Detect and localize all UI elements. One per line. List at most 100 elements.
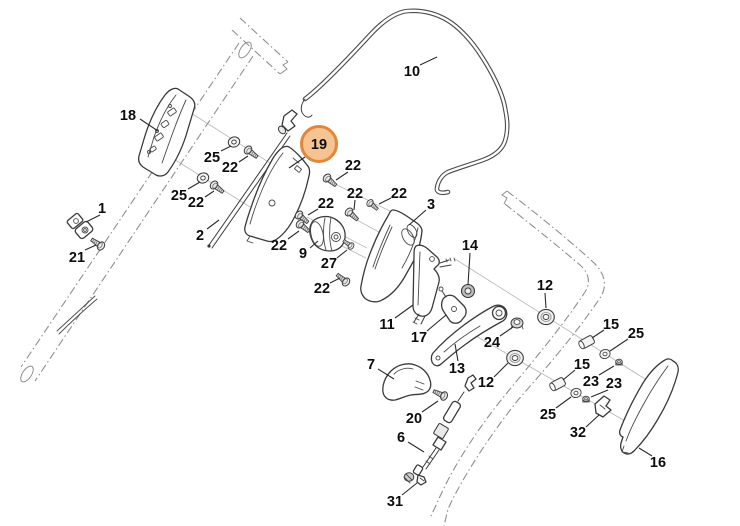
callout-label-15[interactable]: 15 [574,357,590,373]
leader-line-17 [426,314,447,332]
callout-label-15[interactable]: 15 [603,317,619,333]
leader-line-23 [598,365,615,376]
part-11-bracket[interactable] [412,244,456,325]
callout-label-13[interactable]: 13 [449,361,465,377]
callout-label-16[interactable]: 16 [650,455,666,471]
leader-line-24 [499,326,514,337]
leader-line-25 [187,181,201,190]
callout-label-22[interactable]: 22 [347,186,363,202]
callout-label-25[interactable]: 25 [540,407,556,423]
part-24-nut[interactable] [510,317,524,330]
leader-line-22 [307,208,319,216]
part-7-grip[interactable] [382,363,432,401]
callout-label-24[interactable]: 24 [484,335,500,351]
callout-label-20[interactable]: 20 [406,411,422,427]
leader-line-23 [590,389,609,398]
leader-line-25 [609,338,629,352]
leader-line-22 [287,230,300,240]
part-14-grommet[interactable] [460,283,476,299]
highlight-badge-19[interactable] [300,125,338,163]
callout-label-18[interactable]: 18 [120,108,136,124]
callout-label-3[interactable]: 3 [427,197,435,213]
part-6-adjuster[interactable] [412,374,477,476]
part-3-housing[interactable] [360,209,423,303]
lower-handle-phantom-right [429,190,606,526]
callout-label-23[interactable]: 23 [606,376,622,392]
part-9-knob[interactable] [309,215,346,252]
part-13-lever-arm[interactable] [430,304,508,367]
leader-line-9 [309,240,319,249]
leader-line-22 [378,197,392,205]
part-25-washer[interactable] [569,386,583,400]
callout-label-19[interactable]: 19 [311,137,327,153]
callout-label-7[interactable]: 7 [367,357,375,373]
callout-label-31[interactable]: 31 [387,494,403,510]
callout-label-22[interactable]: 22 [314,281,330,297]
leader-line-25 [220,145,232,152]
callout-label-25[interactable]: 25 [171,188,187,204]
leader-line-20 [421,400,439,413]
part-21-screw[interactable] [88,235,107,252]
callout-label-11[interactable]: 11 [379,317,394,333]
part-25-washer[interactable] [598,347,612,361]
callout-label-22[interactable]: 22 [345,158,361,174]
callout-label-12[interactable]: 12 [537,278,553,294]
part-10-cable[interactable] [300,8,510,196]
callout-label-22[interactable]: 22 [222,160,238,176]
cable-end-hook [300,98,313,118]
part-12-washer[interactable] [537,308,555,326]
callout-label-21[interactable]: 21 [69,250,85,266]
leader-line-12 [493,362,509,378]
part-2-rod[interactable] [207,109,298,249]
callout-label-17[interactable]: 17 [411,330,427,346]
callout-label-25[interactable]: 25 [628,326,644,342]
leader-line-13 [454,343,459,362]
part-23-nut[interactable] [582,395,590,403]
part-22-screw[interactable] [321,172,340,190]
leader-line-6 [407,441,425,453]
part-1-clamp[interactable] [66,212,94,240]
leader-line-18 [139,118,159,132]
part-20-screw[interactable] [431,386,450,402]
rod-end-fitting [281,109,298,132]
callout-label-14[interactable]: 14 [462,238,478,254]
callout-label-23[interactable]: 23 [583,374,599,390]
part-23-nut[interactable] [615,358,623,366]
part-17-lever[interactable] [438,286,467,324]
leader-line-3 [408,209,427,226]
part-12-washer[interactable] [506,349,524,367]
callout-label-10[interactable]: 10 [404,64,420,80]
callout-label-2[interactable]: 2 [196,228,204,244]
part-32-clip[interactable] [594,395,612,418]
part-31-fittings[interactable] [403,472,427,486]
callout-label-25[interactable]: 25 [204,150,220,166]
callout-label-22[interactable]: 22 [188,195,204,211]
leader-line-14 [467,252,471,286]
leader-line-11 [394,304,414,319]
leader-line-27 [336,249,348,259]
leader-line-12 [544,292,547,309]
leader-line-15 [591,329,605,339]
callout-label-22[interactable]: 22 [391,186,407,202]
callout-label-12[interactable]: 12 [478,375,494,391]
leader-line-22 [353,199,356,211]
callout-label-32[interactable]: 32 [570,425,586,441]
callout-label-1[interactable]: 1 [98,201,106,217]
part-18-console[interactable] [137,87,196,177]
leader-line-1 [85,214,101,223]
part-16-grip-cover[interactable] [618,358,679,455]
upper-handle-phantom-left [20,17,289,383]
callout-label-27[interactable]: 27 [321,256,337,272]
leader-line-32 [585,414,600,428]
callout-label-22[interactable]: 22 [318,196,334,212]
callout-label-6[interactable]: 6 [397,430,405,446]
inner-cable-in-tube [56,295,98,335]
leader-line-22 [238,155,249,163]
leader-line-15 [562,369,576,381]
callout-label-9[interactable]: 9 [299,246,307,262]
callout-label-22[interactable]: 22 [271,238,287,254]
leader-line-22 [329,277,341,284]
part-19-cover[interactable] [244,145,311,244]
